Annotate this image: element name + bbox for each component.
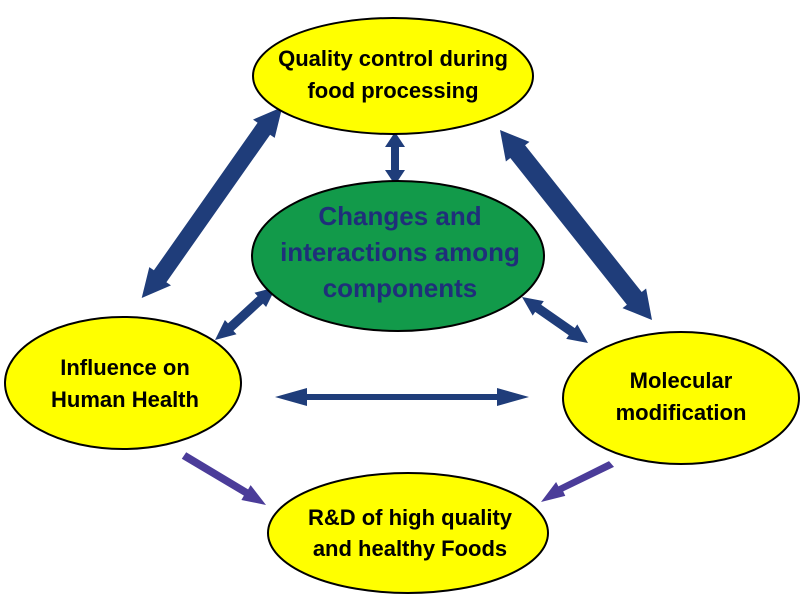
arrow-top-center bbox=[385, 132, 405, 185]
node-rd-line-1: R&D of high quality bbox=[308, 505, 513, 530]
node-changes-interactions: Changes and interactions among component… bbox=[251, 180, 545, 332]
node-human-health-line-1: Influence on bbox=[60, 355, 190, 380]
node-molecular-modification: Molecular modification bbox=[562, 331, 800, 465]
node-rd-line-2: and healthy Foods bbox=[313, 536, 507, 561]
node-human-health-line-2: Human Health bbox=[51, 387, 199, 412]
arrow-left-to-bottom bbox=[181, 452, 266, 505]
node-molecular-line-2: modification bbox=[616, 400, 747, 425]
node-molecular-line-1: Molecular bbox=[630, 368, 733, 393]
node-quality-control: Quality control during food processing bbox=[252, 17, 534, 135]
node-quality-control-line-2: food processing bbox=[307, 78, 478, 103]
node-quality-control-line-1: Quality control during bbox=[278, 46, 508, 71]
node-rd-foods: R&D of high quality and healthy Foods bbox=[267, 472, 549, 594]
node-human-health: Influence on Human Health bbox=[4, 316, 242, 450]
arrow-center-right bbox=[522, 297, 588, 343]
node-changes-line-1: Changes and bbox=[318, 201, 481, 231]
node-changes-line-3: components bbox=[323, 273, 478, 303]
arrow-right-to-bottom bbox=[541, 461, 614, 502]
arrow-center-left bbox=[215, 287, 276, 340]
arrow-top-left bbox=[141, 107, 283, 298]
node-changes-line-2: interactions among bbox=[280, 237, 520, 267]
arrow-top-right bbox=[500, 130, 652, 320]
arrow-left-right bbox=[275, 388, 529, 406]
